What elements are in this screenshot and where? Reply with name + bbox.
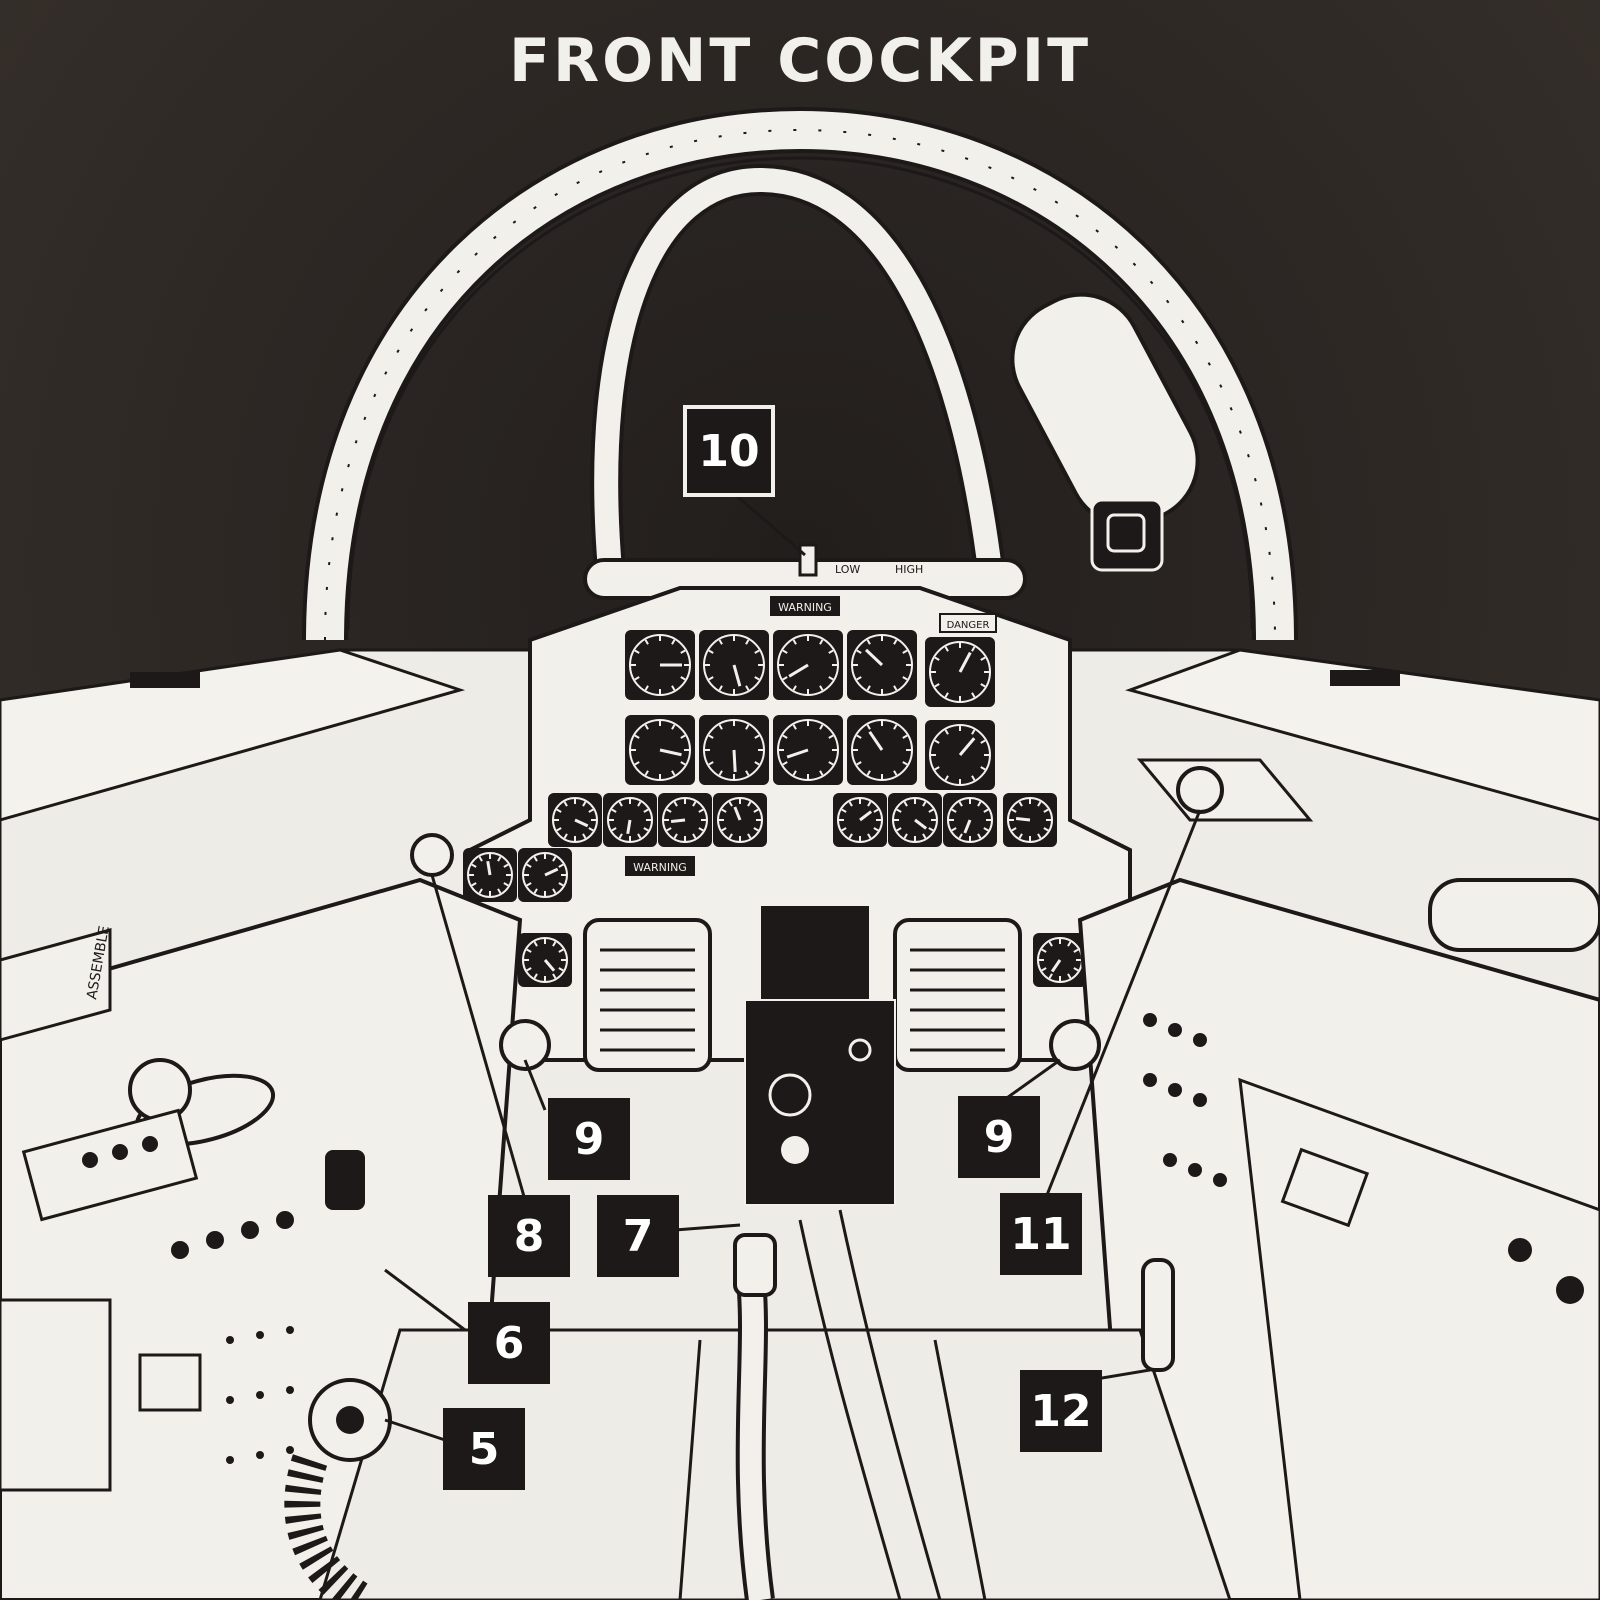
instrument-gauge	[1003, 793, 1057, 847]
mode-low-label: LOW	[835, 563, 860, 576]
callout-6: 6	[468, 1302, 550, 1384]
instrument-gauge	[925, 720, 995, 790]
instrument-gauge	[518, 933, 572, 987]
instrument-gauge	[925, 637, 995, 707]
control-stick-grip	[733, 1233, 777, 1297]
callout-5: 5	[443, 1408, 525, 1490]
instrument-gauge	[847, 630, 917, 700]
left-rudder-pedal	[583, 918, 712, 1072]
left-pedal-adjust-knob	[499, 1019, 551, 1071]
danger-light: DANGER	[947, 620, 990, 631]
right-sill-vent	[1330, 670, 1400, 686]
right-pedal-adjust-knob	[1049, 1019, 1101, 1071]
warning-light-top: WARNING	[778, 601, 832, 614]
instrument-gauge	[943, 793, 997, 847]
right-console	[1077, 758, 1600, 1600]
instrument-gauge	[625, 630, 695, 700]
instrument-gauge	[888, 793, 942, 847]
instrument-gauge	[833, 793, 887, 847]
mode-high-label: HIGH	[895, 563, 923, 576]
callout-8: 8	[488, 1195, 570, 1277]
callout-7: 7	[597, 1195, 679, 1277]
instrument-gauge	[1033, 933, 1087, 987]
instrument-gauge	[463, 848, 517, 902]
instrument-gauge	[518, 848, 572, 902]
callout-10: 10	[683, 405, 775, 497]
rear-view-mirror	[1010, 292, 1200, 572]
instrument-gauge	[699, 630, 769, 700]
left-canopy-sill	[0, 648, 466, 822]
control-stick-boot	[739, 1268, 771, 1600]
callout-9-left: 9	[548, 1098, 630, 1180]
instrument-gauge	[847, 715, 917, 785]
instrument-gauge	[625, 715, 695, 785]
center-pedestal	[744, 999, 896, 1206]
right-canopy-handle	[1176, 766, 1224, 814]
instrument-gauge	[548, 793, 602, 847]
instrument-panel: WARNING DANGER WARNING	[463, 586, 1132, 1206]
page-title: FRONT COCKPIT	[508, 26, 1092, 96]
right-canopy-sill	[1125, 648, 1600, 822]
instrument-gauge	[603, 793, 657, 847]
canopy-bow	[302, 106, 1298, 641]
instrument-gauge	[658, 793, 712, 847]
instrument-gauge	[773, 630, 843, 700]
right-rudder-pedal	[893, 918, 1022, 1072]
left-sill-vent	[130, 672, 200, 688]
oxygen-hose	[284, 1378, 392, 1600]
instrument-gauge	[713, 793, 767, 847]
canopy-inner-frame	[590, 163, 1006, 572]
cockpit-floor	[318, 1209, 1232, 1600]
callout-12: 12	[1020, 1370, 1102, 1452]
emergency-handle	[1141, 1258, 1175, 1372]
callout-9-right: 9	[958, 1096, 1040, 1178]
callout-11: 11	[1000, 1193, 1082, 1275]
instrument-gauge	[699, 715, 769, 785]
warning-light-mid: WARNING	[633, 861, 687, 874]
left-canopy-handle	[410, 833, 454, 877]
instrument-gauge	[773, 715, 843, 785]
